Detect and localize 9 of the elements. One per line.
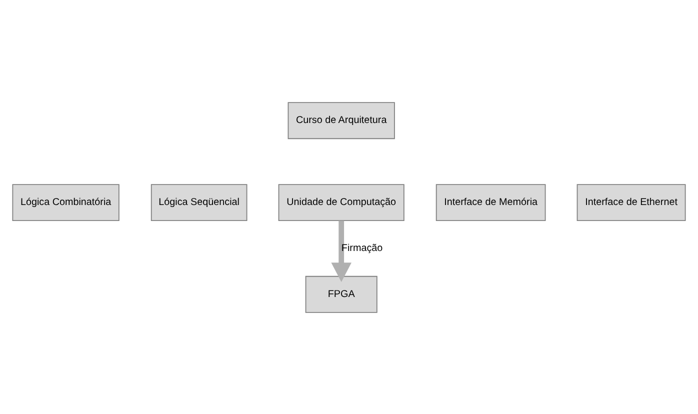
- node-box: FPGA: [305, 275, 378, 312]
- edge-label: Firmação: [341, 242, 383, 254]
- node-box: Lógica Seqüencial: [150, 184, 248, 220]
- node-box: Curso de Arquitetura: [288, 102, 395, 139]
- arrow: [331, 220, 352, 282]
- node-box: Lógica Combinatória: [12, 184, 120, 220]
- node-box: Interface de Ethernet: [576, 184, 686, 220]
- node-box: Unidade de Computação: [278, 184, 404, 220]
- node-box: Interface de Memória: [436, 184, 546, 220]
